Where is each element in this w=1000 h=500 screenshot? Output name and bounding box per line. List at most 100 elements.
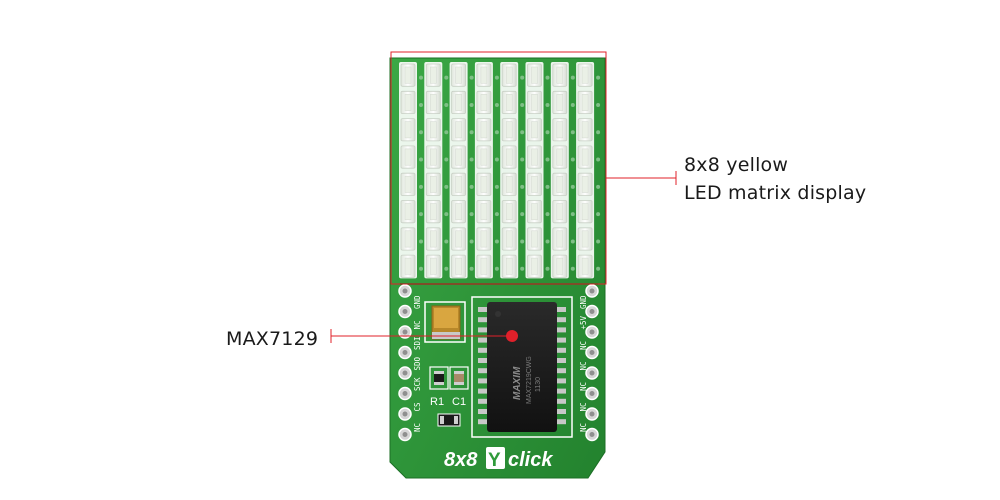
led-die <box>556 121 564 139</box>
chip-pin <box>556 378 566 384</box>
led-die <box>430 203 437 221</box>
chip-pin <box>478 337 488 343</box>
pin-hole <box>589 391 595 396</box>
chip-pin <box>478 388 488 394</box>
pin-hole <box>402 391 408 396</box>
via <box>520 184 525 189</box>
pin-hole <box>589 288 595 294</box>
chip-pin <box>478 317 488 323</box>
via <box>444 239 449 244</box>
via <box>419 157 423 162</box>
pin-hole <box>589 411 595 417</box>
via <box>545 102 550 107</box>
via <box>596 212 601 217</box>
led-die <box>531 203 538 221</box>
via <box>570 130 575 135</box>
via <box>469 157 474 162</box>
via <box>494 212 499 217</box>
chip-pin <box>478 327 488 333</box>
pin-hole <box>589 309 595 314</box>
chip-date: 1130 <box>535 377 542 392</box>
via <box>520 266 525 271</box>
led-column-frame <box>474 62 493 279</box>
led-die <box>480 66 488 84</box>
via <box>419 266 423 271</box>
via <box>520 239 525 244</box>
chip-pin <box>478 419 488 425</box>
chip-pin <box>556 419 566 425</box>
via <box>545 184 550 189</box>
led-column-frame <box>424 62 443 279</box>
led-die <box>531 121 538 139</box>
via <box>570 184 575 189</box>
led-die <box>505 66 513 84</box>
led-die <box>505 257 513 275</box>
resistor-label: R1 <box>430 396 444 408</box>
chip-pin <box>556 388 566 394</box>
chip-part: MAX7219CWG <box>526 356 533 404</box>
chip-pin <box>478 378 488 384</box>
led-die <box>455 175 462 193</box>
led-matrix <box>399 62 601 279</box>
via <box>494 239 499 244</box>
led-die <box>430 94 437 111</box>
chip-pin <box>478 409 488 414</box>
via <box>469 75 474 80</box>
via <box>444 266 449 271</box>
led-die <box>531 94 538 111</box>
via <box>570 239 575 244</box>
pin-label: NC <box>413 320 422 329</box>
via <box>419 130 423 135</box>
via <box>469 266 474 271</box>
brand-letter: Y <box>488 450 501 471</box>
led-die <box>480 121 488 139</box>
led-die <box>556 203 564 221</box>
led-die <box>455 148 462 166</box>
chip-pin <box>556 307 566 312</box>
chip-callout-dot <box>506 330 518 342</box>
via <box>570 157 575 162</box>
led-die <box>505 175 513 193</box>
led-column-frame <box>449 62 468 279</box>
chip-pin <box>478 307 488 312</box>
led-die <box>556 66 564 84</box>
led-column-frame <box>525 62 544 279</box>
led-die <box>455 203 462 221</box>
led-die <box>556 148 564 166</box>
via <box>444 184 449 189</box>
led-die <box>404 121 412 139</box>
via <box>570 102 575 107</box>
chip-pin <box>556 347 566 353</box>
via <box>469 184 474 189</box>
via <box>545 157 550 162</box>
led-die <box>455 230 462 248</box>
pin-label: CS <box>413 402 422 412</box>
led-die <box>581 257 589 275</box>
pin-hole <box>402 370 408 376</box>
via <box>520 75 525 80</box>
pin-label: SDO <box>413 356 422 370</box>
pin-hole <box>589 432 595 437</box>
led-matrix-callout-line2: LED matrix display <box>684 182 867 204</box>
pin-label: SDI <box>413 336 422 350</box>
led-die <box>430 230 437 248</box>
led-die <box>581 66 589 84</box>
pin-hole <box>589 370 595 376</box>
via <box>520 130 525 135</box>
via <box>494 130 499 135</box>
via <box>444 102 449 107</box>
led-die <box>430 257 437 275</box>
brand-suffix: click <box>508 449 553 471</box>
pin-label: NC <box>579 341 588 350</box>
via <box>469 212 474 217</box>
chip-pin <box>556 317 566 323</box>
led-die <box>505 230 513 248</box>
led-matrix-callout-line1: 8x8 yellow <box>684 154 789 176</box>
via <box>570 75 575 80</box>
led-die <box>556 230 564 248</box>
chip-pin <box>556 368 566 374</box>
via <box>545 239 550 244</box>
via <box>419 75 423 80</box>
chip-pin <box>478 347 488 353</box>
